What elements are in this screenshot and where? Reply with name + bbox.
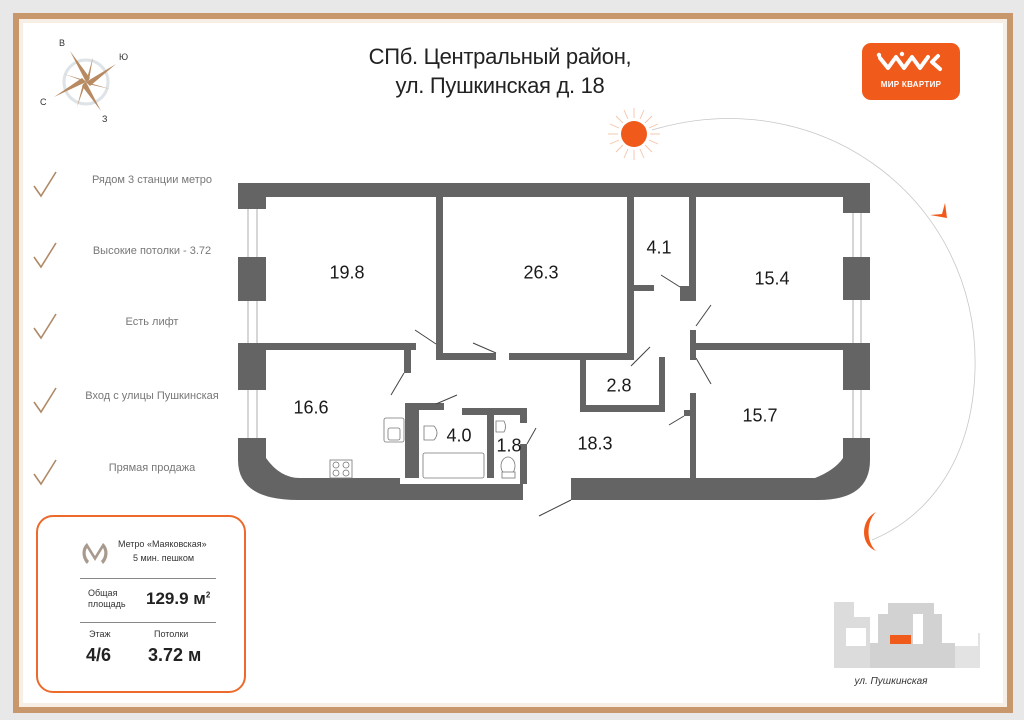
check-icon	[33, 171, 57, 198]
check-icon	[33, 242, 57, 269]
room-area-label: 4.1	[646, 237, 672, 258]
room-area-label: 16.6	[293, 397, 329, 418]
check-icon	[33, 459, 57, 486]
divider	[80, 578, 216, 579]
area-label-line-1: Общая	[88, 588, 118, 598]
page-title: СПб. Центральный район, ул. Пушкинская д…	[340, 42, 660, 100]
compass-label-bottom: З	[102, 114, 108, 124]
street-label: ул. Пушкинская	[854, 676, 928, 687]
area-value-number: 129.9 м	[146, 589, 206, 608]
feature-item: Рядом 3 станции метро	[32, 170, 232, 200]
divider	[80, 622, 216, 623]
area-label: Общая площадь	[88, 588, 126, 610]
compass-label-left: С	[40, 97, 47, 107]
title-line-2: ул. Пушкинская д. 18	[395, 73, 605, 98]
room-area-label: 2.8	[606, 375, 632, 396]
feature-item: Есть лифт	[32, 312, 232, 342]
feature-label: Прямая продажа	[108, 462, 196, 474]
feature-item: Вход с улицы Пушкинская	[32, 386, 232, 416]
brand-mark-icon	[876, 51, 942, 71]
area-value: 129.9 м2	[146, 589, 210, 609]
floor-label: Этаж	[89, 629, 111, 639]
area-label-line-2: площадь	[88, 599, 126, 609]
area-unit-sup: 2	[205, 590, 211, 600]
compass: В Ю С З	[30, 30, 140, 130]
brand-name: МИР КВАРТИР	[880, 80, 942, 89]
check-icon	[33, 387, 57, 414]
apartment-highlight	[890, 635, 911, 644]
metro-distance: 5 мин. пешком	[133, 553, 195, 563]
brand-logo[interactable]: МИР КВАРТИР	[862, 43, 960, 100]
feature-item: Прямая продажа	[32, 458, 232, 488]
floor-value: 4/6	[86, 645, 112, 665]
room-area-label: 15.4	[754, 268, 790, 289]
metro-name: Метро «Маяковская»	[118, 539, 207, 549]
room-area-label: 26.3	[523, 262, 559, 283]
room-area-label: 4.0	[446, 425, 472, 446]
room-area-label: 15.7	[742, 405, 778, 426]
room-area-label: 19.8	[329, 262, 365, 283]
feature-label: Вход с улицы Пушкинская	[85, 390, 219, 402]
feature-label: Есть лифт	[125, 316, 179, 328]
ceiling-value: 3.72 м	[148, 645, 202, 665]
compass-label-right: Ю	[119, 52, 129, 62]
compass-label-top: В	[59, 38, 66, 48]
ceiling-label: Потолки	[154, 629, 189, 639]
room-area-label: 1.8	[496, 435, 522, 456]
metro-icon	[82, 543, 108, 564]
check-icon	[33, 313, 57, 340]
room-area-label: 18.3	[577, 433, 613, 454]
feature-item: Высокие потолки - 3.72	[32, 241, 232, 271]
feature-label: Высокие потолки - 3.72	[92, 245, 212, 257]
title-line-1: СПб. Центральный район,	[368, 44, 632, 69]
info-card: Метро «Маяковская» 5 мин. пешком Общая п…	[36, 515, 246, 693]
location-map	[834, 602, 980, 668]
feature-label: Рядом 3 станции метро	[91, 174, 213, 186]
compass-rose-icon	[54, 51, 116, 111]
